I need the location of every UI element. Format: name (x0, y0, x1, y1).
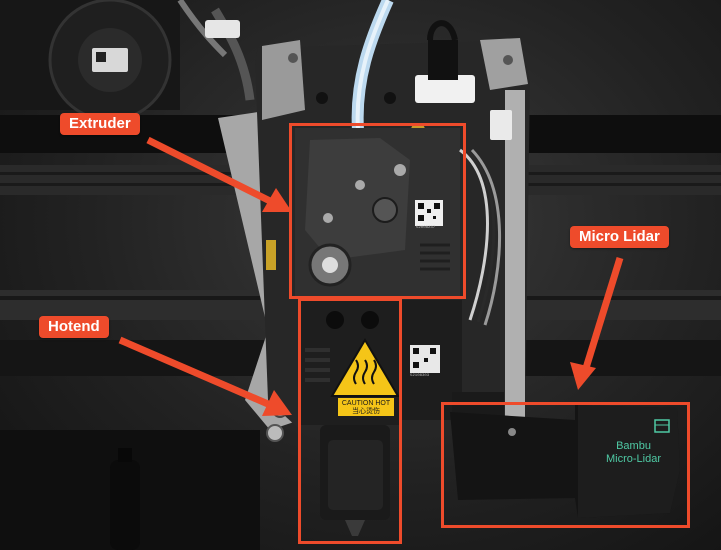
hotend-callout: Hotend (39, 316, 109, 338)
caution-text-en: CAUTION HOT (341, 400, 391, 407)
qr-code-text-2: 52108303 (410, 374, 430, 378)
extruder-highlight-box (289, 123, 466, 299)
cooling-fan (0, 0, 180, 122)
caution-text-zh: 当心烫伤 (352, 408, 380, 415)
wiring-connector (411, 20, 512, 140)
micro-lidar-unit (450, 392, 680, 518)
callout-arrows (118, 136, 624, 416)
lidar-line1: Bambu (616, 440, 651, 452)
hotend-highlight-box (298, 298, 402, 544)
extruder-housing (266, 128, 460, 296)
micro-lidar-callout: Micro Lidar (570, 226, 669, 248)
qr-code-text-1: 52008237 (416, 226, 436, 230)
lidar-line2: Micro-Lidar (606, 453, 662, 465)
extruder-callout: Extruder (60, 113, 140, 135)
caution-label: CAUTION HOT 当心烫伤 (331, 400, 401, 416)
hot-surface-warning-icon (330, 338, 400, 397)
micro-lidar-highlight-box (441, 402, 690, 528)
hotend-assembly (300, 300, 400, 536)
lidar-sensor-icon (654, 419, 670, 433)
lidar-brand-text: Bambu Micro-Lidar (606, 440, 661, 466)
